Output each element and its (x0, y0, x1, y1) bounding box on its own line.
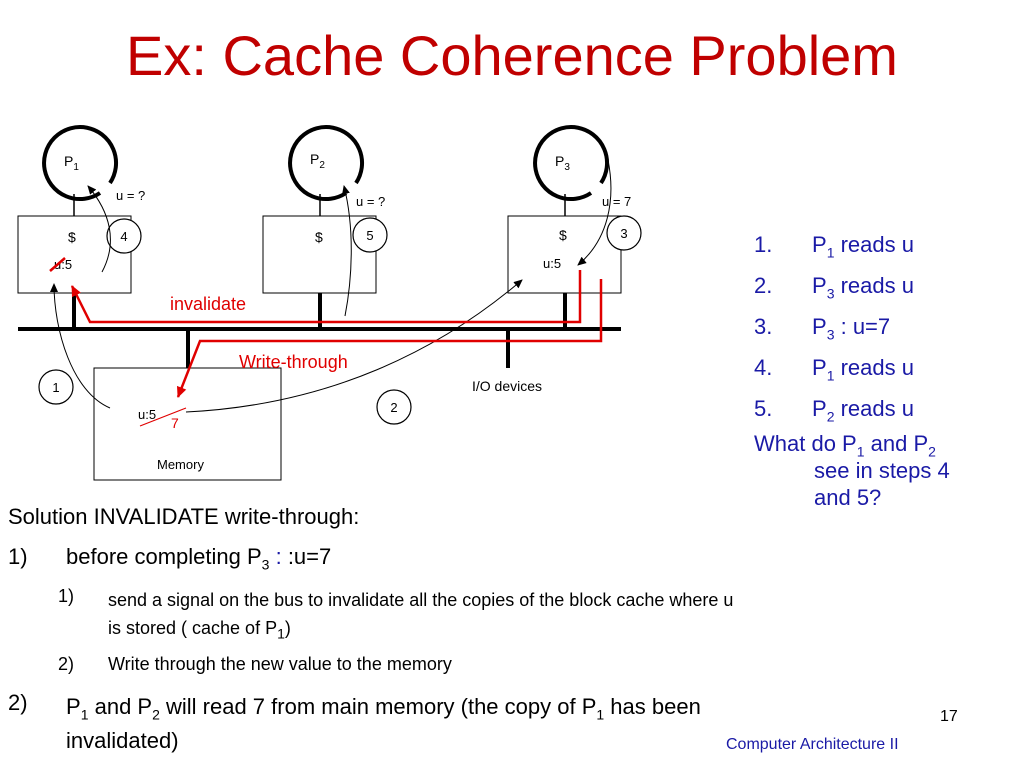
solution-subitem-1: 1) send a signal on the bus to invalidat… (58, 586, 734, 642)
solution-item-2: 2) P1 and P2 will read 7 from main memor… (8, 690, 701, 753)
svg-text:P1: P1 (64, 153, 79, 173)
slide-title: Ex: Cache Coherence Problem (126, 24, 898, 87)
svg-text:4: 4 (120, 229, 127, 244)
question-text: What do P1 and P2 see in steps 4 and 5? (754, 431, 950, 510)
write-through-label: Write-through (239, 352, 348, 372)
step-item: 4.P1 reads u (754, 355, 914, 384)
memory-label: Memory (157, 457, 204, 472)
step-item: 3.P3 : u=7 (754, 314, 891, 343)
solution-item-1: 1) before completing P3 : :u=7 (8, 544, 332, 573)
svg-text:$: $ (315, 229, 323, 245)
svg-text:P2: P2 (310, 151, 325, 171)
svg-text:3: 3 (620, 226, 627, 241)
memory-new-value: 7 (171, 415, 179, 431)
p3-value: u = 7 (602, 194, 631, 209)
write-through-arrow (176, 279, 603, 398)
p2-value: u = ? (356, 194, 385, 209)
step-item: 5.P2 reads u (754, 396, 914, 425)
svg-text:5: 5 (366, 228, 373, 243)
step-item: 2.P3 reads u (754, 273, 914, 302)
solution-subitem-2: 2) Write through the new value to the me… (58, 654, 452, 674)
step-list: 1.P1 reads u 2.P3 reads u 3.P3 : u=7 4.P… (754, 224, 1014, 429)
solution-heading: Solution INVALIDATE write-through: (8, 504, 360, 529)
processor-p3: P3 (533, 125, 610, 202)
memory-value: u:5 (138, 407, 156, 422)
processor-p2: P2 (288, 125, 365, 202)
svg-text:$: $ (68, 229, 76, 245)
memory-box (93, 367, 282, 481)
page-number: 17 (940, 708, 958, 725)
svg-text:1: 1 (52, 380, 59, 395)
svg-text:2: 2 (390, 400, 397, 415)
invalidate-arrow (70, 270, 582, 324)
io-devices-label: I/O devices (472, 378, 542, 394)
p3-cache-value: u:5 (543, 256, 561, 271)
p1-value: u = ? (116, 188, 145, 203)
svg-text:P3: P3 (555, 153, 570, 173)
step-item: 1.P1 reads u (754, 232, 914, 261)
invalidate-label: invalidate (170, 294, 246, 314)
p1-cache-value: u:5 (54, 257, 72, 272)
course-name: Computer Architecture II (726, 736, 899, 753)
svg-text:$: $ (559, 227, 567, 243)
processor-p1: P1 (42, 125, 119, 202)
